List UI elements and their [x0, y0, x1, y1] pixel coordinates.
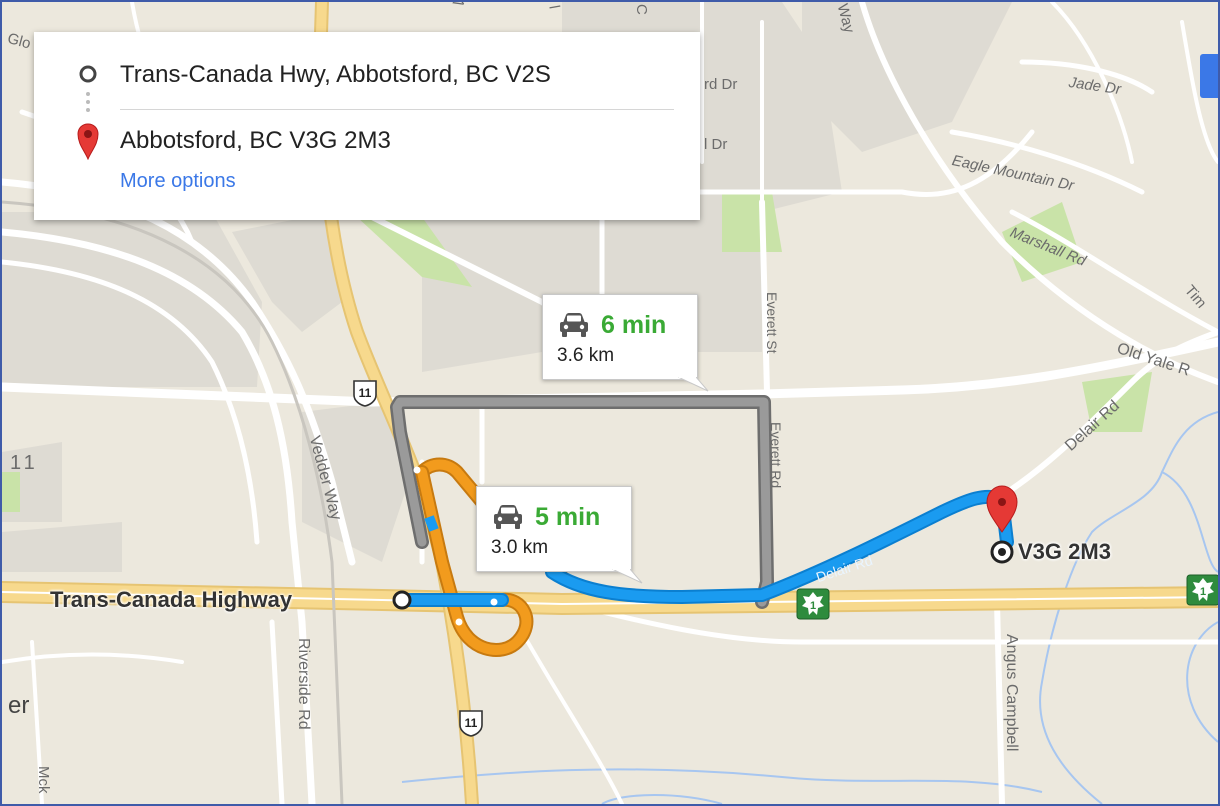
street-label-everett-st: Everett St	[764, 292, 780, 354]
ramp-loop-fill	[417, 467, 532, 655]
highway-shield-icon: 11	[353, 380, 377, 407]
primary-route-segment	[424, 515, 439, 532]
end-place-label[interactable]: V3G 2M3	[1018, 539, 1111, 564]
bc11-bottom-number: 11	[465, 716, 478, 730]
street-label-dr2: l Dr	[704, 136, 728, 153]
bc11-top-number: 11	[359, 386, 372, 400]
alt-route-fill	[392, 397, 772, 607]
origin-row[interactable]: Trans-Canada Hwy, Abbotsford, BC V2S	[34, 52, 700, 98]
street-label-angus: Angus Campbell	[1003, 634, 1020, 752]
tc1-right-number: 1	[1200, 586, 1206, 598]
street-label-everett-rd: Everett Rd	[768, 422, 784, 489]
highway-shield-icon-bottom: 11	[459, 710, 483, 737]
rail-lines	[2, 200, 344, 804]
route-dots-icon	[86, 92, 90, 112]
route-bubble-alt[interactable]: 6 min 3.6 km	[542, 294, 698, 380]
route-bubble-primary[interactable]: 5 min 3.0 km	[476, 486, 632, 572]
edge-label-c: C	[633, 4, 650, 15]
trans-canada-shield-icon-right: 1	[1186, 574, 1218, 606]
trans-canada-shield-icon: 1	[796, 588, 830, 620]
edge-label-mck: Mck	[35, 766, 52, 794]
route-distance-primary: 3.0 km	[491, 537, 549, 558]
route-bubble-alt-tail	[678, 377, 709, 392]
route-bubble-primary-tail	[612, 569, 643, 584]
side-panel-tab[interactable]	[1200, 54, 1218, 98]
street-label-dr1: rd Dr	[704, 76, 738, 93]
route-time-alt: 6 min	[601, 311, 667, 339]
tc1-mid-number: 1	[810, 600, 816, 612]
panel-divider	[120, 109, 674, 110]
primary-route-fill	[397, 491, 1012, 605]
car-icon-primary	[494, 505, 522, 529]
destination-marker[interactable]	[986, 485, 1018, 564]
route-time-primary: 5 min	[535, 503, 601, 531]
edge-label-er: er	[8, 692, 30, 719]
highway-label-11-left: 11	[10, 452, 39, 474]
directions-panel: Trans-Canada Hwy, Abbotsford, BC V2S Abb…	[34, 32, 700, 220]
origin-marker[interactable]	[392, 590, 412, 610]
origin-circle-icon	[79, 65, 97, 83]
start-place-label[interactable]: Trans-Canada Highway	[50, 587, 293, 612]
destination-row[interactable]: Abbotsford, BC V3G 2M3	[34, 118, 700, 164]
trans-canada-highway	[2, 581, 1218, 616]
destination-text[interactable]: Abbotsford, BC V3G 2M3	[120, 127, 391, 154]
waterways	[401, 411, 1218, 804]
origin-text[interactable]: Trans-Canada Hwy, Abbotsford, BC V2S	[120, 61, 551, 88]
destination-pin-icon	[77, 123, 99, 160]
more-options-link[interactable]: More options	[120, 170, 236, 192]
car-icon	[560, 313, 588, 337]
street-label-riverside: Riverside Rd	[295, 638, 312, 730]
route-distance-alt: 3.6 km	[557, 345, 615, 366]
